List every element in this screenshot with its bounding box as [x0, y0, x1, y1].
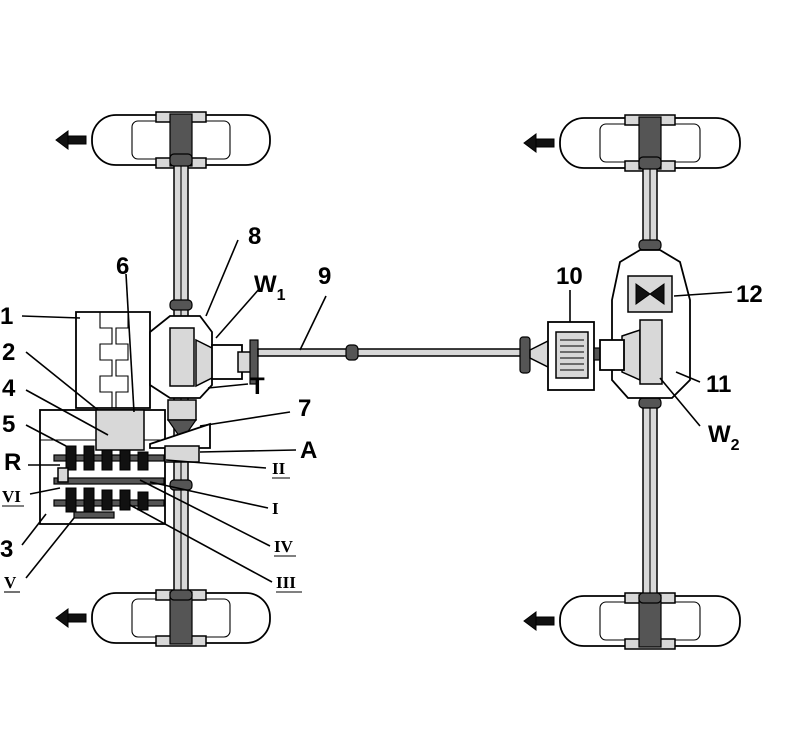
rear-differential: [599, 249, 691, 399]
label-roman-VI: VI: [2, 487, 21, 506]
engine-housing: [75, 311, 161, 409]
label-R: R: [4, 449, 21, 476]
direction-arrow-front-left: [55, 130, 87, 150]
gearbox-housing: [39, 409, 166, 525]
label-W2: W2: [708, 421, 740, 454]
direction-arrow-rear-left: [55, 608, 87, 628]
transfer-bevel: [149, 399, 211, 463]
label-1: 1: [0, 303, 13, 330]
label-roman-II: II: [272, 459, 286, 478]
leader-lines: [21, 239, 733, 583]
label-9: 9: [318, 263, 331, 290]
label-T: T: [250, 373, 265, 400]
label-8: 8: [248, 223, 261, 250]
label-10: 10: [556, 263, 583, 290]
direction-arrow-rear-right: [523, 611, 555, 631]
label-2: 2: [2, 339, 15, 366]
label-roman-IV: IV: [274, 537, 294, 556]
label-11: 11: [706, 371, 731, 398]
label-3: 3: [0, 536, 13, 563]
label-roman-V: V: [4, 573, 17, 592]
direction-arrow-front-right: [523, 133, 555, 153]
label-7: 7: [298, 395, 311, 422]
label-A: A: [300, 437, 317, 464]
label-6: 6: [116, 253, 129, 280]
wheel-rear-left: [91, 589, 271, 647]
roman-underlines: [2, 477, 302, 593]
label-5: 5: [2, 411, 15, 438]
label-roman-III: III: [276, 573, 296, 592]
front-final-drive: [149, 315, 259, 399]
callout-labels: 1 2 3 4 5 6 7 8 9 10 11 12 R T A W1 W2 I…: [0, 223, 763, 592]
label-12: 12: [736, 281, 763, 308]
propeller-shaft: [257, 336, 551, 374]
label-4: 4: [2, 375, 16, 402]
label-W1: W1: [254, 271, 286, 304]
label-roman-I: I: [272, 499, 279, 518]
